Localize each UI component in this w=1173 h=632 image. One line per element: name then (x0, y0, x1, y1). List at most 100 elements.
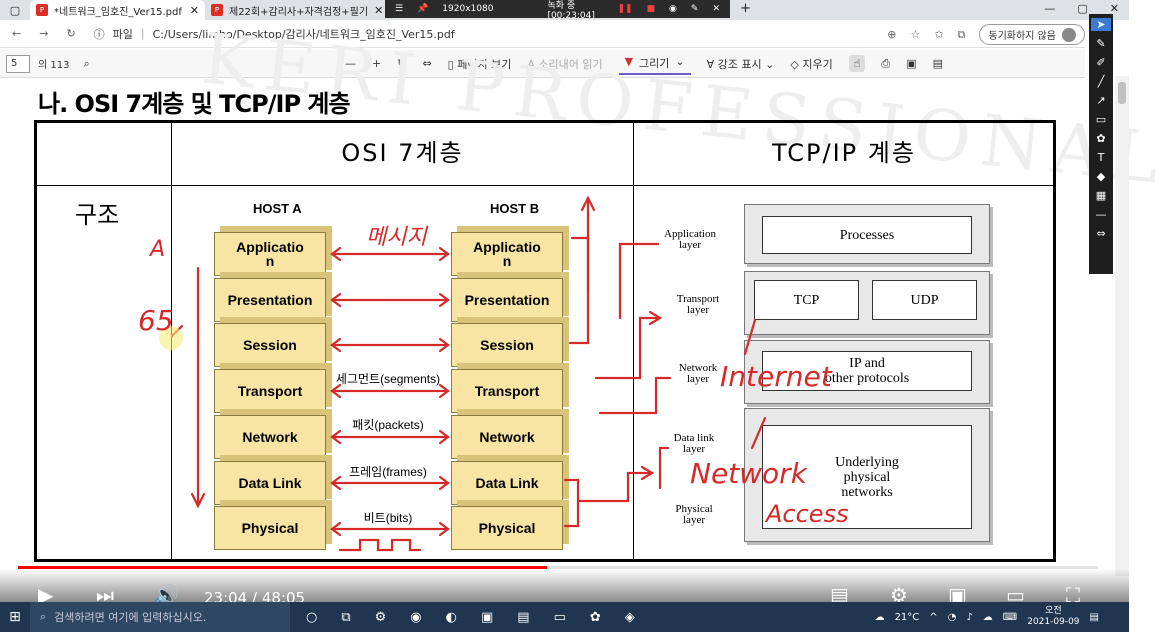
color-palette-icon[interactable]: ✿ (1096, 132, 1106, 145)
rectangle-icon[interactable]: ▭ (1095, 113, 1107, 126)
line-icon[interactable]: ╱ (1097, 75, 1105, 88)
menu-icon[interactable]: ☰ (395, 4, 404, 14)
pdu-segments: 세그먼트(segments) (335, 372, 441, 386)
network-icon[interactable]: ◔ (947, 611, 957, 623)
minimize-icon[interactable]: — (1044, 2, 1056, 15)
fullscreen-icon[interactable]: ⛶ (1066, 583, 1080, 607)
pointer-icon[interactable]: ➤ (1091, 18, 1111, 31)
cloud-icon[interactable]: ☁ (982, 611, 993, 623)
play-icon[interactable]: ▶ (38, 583, 54, 607)
page-number-input[interactable]: 5 (6, 54, 30, 73)
stop-icon[interactable]: ■ (646, 4, 656, 14)
fit-page-icon[interactable]: ⇔ (422, 57, 432, 70)
settings-icon[interactable]: ⚙ (374, 609, 387, 625)
touch-mode-icon[interactable]: ☝ (848, 55, 866, 72)
recorder-status: 녹화 중 [00:23:04] (547, 0, 595, 21)
tray-chevron-icon[interactable]: ^ (929, 611, 938, 623)
eraser-icon[interactable]: ◆ (1096, 170, 1106, 183)
tab-label: 제22회+감리사+자격검정+필기 (229, 6, 369, 18)
host-b-layer: Presentation (451, 278, 563, 322)
host-b-layer: Physical (451, 506, 563, 550)
taskbar-search-input[interactable]: ⌕ 검색하려면 여기에 입력하십시오. (30, 602, 290, 632)
minus-icon[interactable]: — (1095, 208, 1107, 221)
sync-button[interactable]: 동기화하지 않음 (979, 24, 1085, 45)
notification-icon[interactable]: ▤ (1089, 611, 1099, 623)
zoom-icon[interactable]: ⊕ (887, 28, 897, 41)
save-as-icon[interactable]: ▤ (932, 57, 944, 70)
avatar (1062, 27, 1076, 42)
new-tab-button[interactable]: + (740, 1, 751, 16)
subtitles-icon[interactable]: ▤ (830, 583, 849, 607)
maximize-icon[interactable]: ▢ (1077, 2, 1088, 15)
save-icon[interactable]: ▣ (906, 57, 917, 70)
host-a-layer: Session (214, 323, 326, 367)
pen-icon[interactable]: ✎ (690, 4, 699, 14)
erase-button[interactable]: ◇ 지우기 (790, 57, 833, 71)
edge-icon[interactable]: ◐ (445, 609, 457, 625)
scrollbar-thumb[interactable] (1118, 82, 1126, 104)
favorite-star-icon[interactable]: ☆ (910, 28, 921, 41)
paint-icon[interactable]: ✿ (589, 609, 601, 625)
volume-tray-icon[interactable]: ♪ (966, 611, 973, 623)
search-icon[interactable]: ⌕ (83, 56, 90, 70)
collections-icon[interactable]: ⧉ (957, 27, 966, 41)
pdf-page: KERI PROFESSIONAL 나. OSI 7계층 및 TCP/IP 계층… (0, 17, 1173, 568)
clock-time: 오전 (1045, 606, 1062, 616)
highlight-button[interactable]: ∀ 강조 표시 ⌄ (706, 57, 775, 71)
draw-button[interactable]: ▼그리기⌄ (618, 53, 691, 75)
close-icon[interactable]: ✕ (189, 3, 199, 17)
task-view-icon[interactable]: ⧉ (341, 609, 351, 625)
zoom-out-icon[interactable]: — (345, 57, 356, 70)
page-scrollbar[interactable] (1115, 76, 1129, 576)
rotate-icon[interactable]: ↻ (397, 57, 407, 70)
reload-icon[interactable]: ↻ (66, 27, 76, 40)
close-window-icon[interactable]: ✕ (1109, 2, 1119, 15)
chevron-down-icon[interactable]: ⌄ (675, 54, 685, 68)
arrow-tool-icon[interactable]: ↗ (1096, 94, 1106, 107)
favorites-icon[interactable]: ✩ (934, 28, 944, 41)
host-b-layer: Network (451, 415, 563, 459)
close-icon[interactable]: ✕ (374, 3, 384, 17)
pattern-icon[interactable]: ▦ (1095, 189, 1107, 202)
folder-icon[interactable]: ▤ (517, 609, 530, 625)
tab-exam-pdf[interactable]: P 제22회+감리사+자격검정+필기 ✕ (205, 0, 383, 20)
next-icon[interactable]: ⏭ (96, 583, 114, 607)
windows-start-icon[interactable]: ⊞ (9, 609, 21, 625)
cortana-icon[interactable]: ○ (306, 609, 318, 625)
marker-icon[interactable]: ✐ (1096, 56, 1106, 69)
print-icon[interactable]: ⎙ (881, 56, 891, 70)
window-menu-icon[interactable]: ▢ (9, 3, 21, 17)
back-icon[interactable]: ← (12, 27, 22, 40)
url-field[interactable]: ⓘ 파일 | C:/Users/limho/Desktop/감리사/네트워크_임… (93, 27, 455, 41)
host-a-label: HOST A (253, 201, 302, 216)
keyboard-icon[interactable]: ⌨ (1002, 611, 1018, 623)
weather-icon[interactable]: ☁ (874, 611, 885, 623)
app-icon[interactable]: ▣ (480, 609, 494, 625)
page-view-button[interactable]: ▯ 페이지 보기 (447, 57, 512, 71)
read-aloud-button[interactable]: A 소리내어 읽기 (527, 57, 603, 71)
text-tool-icon[interactable]: T (1097, 151, 1105, 164)
host-b-layer: Session (451, 323, 563, 367)
camera-icon[interactable]: ◉ (669, 4, 677, 14)
close-recorder-icon[interactable]: ✕ (712, 4, 720, 14)
chrome-icon[interactable]: ◉ (410, 609, 422, 625)
theater-mode-icon[interactable]: ▭ (1006, 583, 1025, 607)
miniplayer-icon[interactable]: ▣ (948, 583, 967, 607)
forward-icon[interactable]: → (39, 27, 49, 40)
taskbar-clock[interactable]: 오전 2021-09-09 (1027, 606, 1079, 628)
peer-arrow (330, 383, 450, 399)
zoom-in-icon[interactable]: + (372, 57, 382, 70)
pin-icon[interactable]: 📌 (417, 4, 429, 14)
pause-icon[interactable]: ❚❚ (617, 4, 633, 14)
clock-date: 2021-09-09 (1027, 617, 1080, 627)
video-progress-bar[interactable] (18, 566, 1098, 569)
app-icon-2[interactable]: ◈ (624, 609, 635, 625)
settings-gear-icon[interactable]: ⚙ (890, 583, 908, 607)
expand-icon[interactable]: ⇔ (1096, 227, 1106, 240)
pencil-icon[interactable]: ✎ (1096, 37, 1106, 50)
monitor-icon[interactable]: ▭ (553, 609, 566, 625)
tab-network-pdf[interactable]: P *네트워크_임호진_Ver15.pdf ✕ (30, 0, 205, 20)
